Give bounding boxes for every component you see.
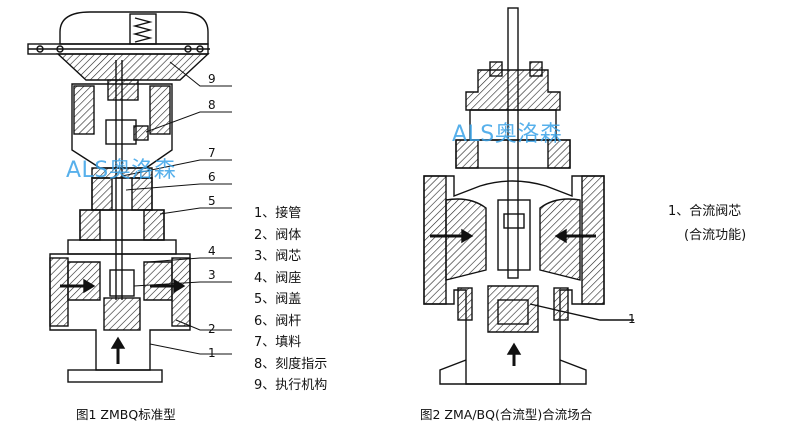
parts-list-item: 7、填料 (254, 335, 302, 350)
watermark-figure2: ALS奥洛森 (452, 122, 563, 147)
parts-list-item: 2、阀体 (254, 227, 302, 243)
figure1-valve-body (49, 177, 191, 383)
parts-list-item: 3、阀芯 (254, 249, 302, 264)
figure1-caption: 图1 ZMBQ标准型 (76, 407, 176, 422)
parts-list-item: 5、阀盖 (254, 292, 302, 307)
watermark-figure1: ALS奥洛森 (66, 158, 177, 183)
parts-list-item: 9、执行机构 (254, 378, 328, 393)
figure2-callout-1: 1 (628, 312, 636, 326)
figure2-caption: 图2 ZMA/BQ(合流型)合流场合 (420, 407, 593, 422)
figure2-body (423, 7, 634, 385)
figure1-callout-2: 2 (208, 322, 216, 336)
figure1-callout-1: 1 (208, 346, 216, 360)
figure2-part-1: 1、合流阀芯 (668, 204, 742, 219)
parts-list-item: 1、接管 (254, 206, 302, 221)
figure1-callout-6: 6 (208, 170, 216, 184)
figure1-callout-9: 9 (208, 72, 216, 86)
figure1-actuator (27, 11, 210, 300)
parts-list-item: 8、刻度指示 (254, 356, 328, 372)
parts-list: 1、接管 2、阀体 3、阀芯 4、阀座 5、阀盖 6、阀杆 7、填料 8、刻度指… (254, 203, 327, 397)
figure1-leader-lines (121, 61, 232, 355)
figure1-callout-5: 5 (208, 194, 216, 208)
figure1-callout-4: 4 (208, 244, 216, 258)
parts-list-item: 6、阀杆 (254, 313, 302, 329)
figure1-callout-8: 8 (208, 98, 216, 112)
figure2-part-1-note: (合流功能) (684, 228, 747, 243)
parts-list-item: 4、阀座 (254, 270, 302, 286)
figure1-callout-3: 3 (208, 268, 216, 282)
figure1-callout-7: 7 (208, 146, 216, 160)
